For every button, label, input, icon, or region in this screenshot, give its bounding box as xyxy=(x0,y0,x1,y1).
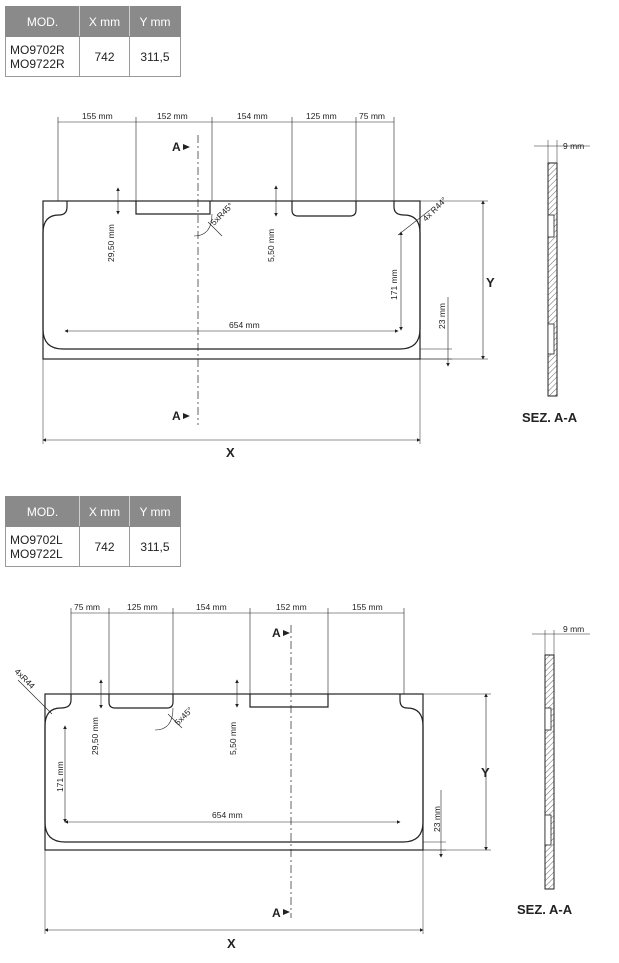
dim-label: 154 mm xyxy=(237,111,268,121)
dim-width-label: 654 mm xyxy=(212,810,243,820)
outer-panel xyxy=(44,693,424,851)
axis-y-label: Y xyxy=(481,765,490,780)
y-value: 311,5 xyxy=(129,526,181,567)
model-cell: MO9702R MO9722R xyxy=(5,36,80,77)
axis-x-label: X xyxy=(226,445,235,460)
dim-label: 125 mm xyxy=(127,602,158,612)
x-value: 742 xyxy=(79,36,130,77)
axis-x-label: X xyxy=(227,936,236,951)
radius-note: 4x R44° xyxy=(420,195,449,224)
dim-label: 152 mm xyxy=(276,602,307,612)
chamfer-note: 5x45° xyxy=(172,705,195,728)
section-title: SEZ. A-A xyxy=(517,902,573,917)
header-model: MOD. xyxy=(5,6,80,37)
dim-label: 154 mm xyxy=(196,602,227,612)
header-x: X mm xyxy=(79,496,130,527)
header-y: Y mm xyxy=(129,496,181,527)
dim-mid-label: 5,50 mm xyxy=(228,722,238,755)
dim-height-label: 171 mm xyxy=(55,761,65,792)
drawing-left-version xyxy=(17,608,590,934)
section-marker: A xyxy=(272,906,281,920)
dim-edge-label: 23 mm xyxy=(432,806,442,832)
model-code: MO9722L xyxy=(10,546,63,561)
thickness-label: 9 mm xyxy=(563,141,584,151)
dim-mid-label: 5,50 mm xyxy=(266,229,276,262)
dim-label: 155 mm xyxy=(352,602,383,612)
dim-label: 75 mm xyxy=(74,602,100,612)
section-marker: A xyxy=(172,409,181,423)
dim-label: 155 mm xyxy=(82,111,113,121)
dim-label: 75 mm xyxy=(359,111,385,121)
drawing-right-version xyxy=(42,117,590,444)
y-value: 311,5 xyxy=(129,36,181,77)
dim-label: 125 mm xyxy=(306,111,337,121)
dim-label: 152 mm xyxy=(157,111,188,121)
labels-right-version: A A Y X SEZ. A-A xyxy=(172,140,578,460)
spec-table-right: MOD. X mm Y mm MO9702R MO9722R 742 311,5 xyxy=(5,6,181,77)
chamfer-note: 5xR45° xyxy=(208,201,235,228)
dim-width-label: 654 mm xyxy=(229,320,260,330)
thickness-label: 9 mm xyxy=(563,624,584,634)
model-cell: MO9702L MO9722L xyxy=(5,526,80,567)
dim-depth-label: 29,50 mm xyxy=(90,717,100,755)
model-code: MO9702L xyxy=(10,532,63,547)
axis-y-label: Y xyxy=(486,275,495,290)
labels-left-version: A A Y X SEZ. A-A xyxy=(227,626,573,951)
dim-depth-label: 29,50 mm xyxy=(106,224,116,262)
outer-panel xyxy=(42,200,421,360)
section-marker: A xyxy=(272,626,281,640)
section-marker: A xyxy=(172,140,181,154)
model-code: MO9722R xyxy=(10,56,65,71)
dim-height-label: 171 mm xyxy=(389,269,399,300)
model-code: MO9702R xyxy=(10,42,65,57)
dims-right-version: 155 mm 152 mm 154 mm 125 mm 75 mm 29,50 … xyxy=(82,111,584,330)
spec-table-left: MOD. X mm Y mm MO9702L MO9722L 742 311,5 xyxy=(5,496,181,567)
section-title: SEZ. A-A xyxy=(522,410,578,425)
dim-edge-label: 23 mm xyxy=(437,303,447,329)
dims-left-version: 75 mm 125 mm 154 mm 152 mm 155 mm 29,50 … xyxy=(13,602,585,832)
x-value: 742 xyxy=(79,526,130,567)
